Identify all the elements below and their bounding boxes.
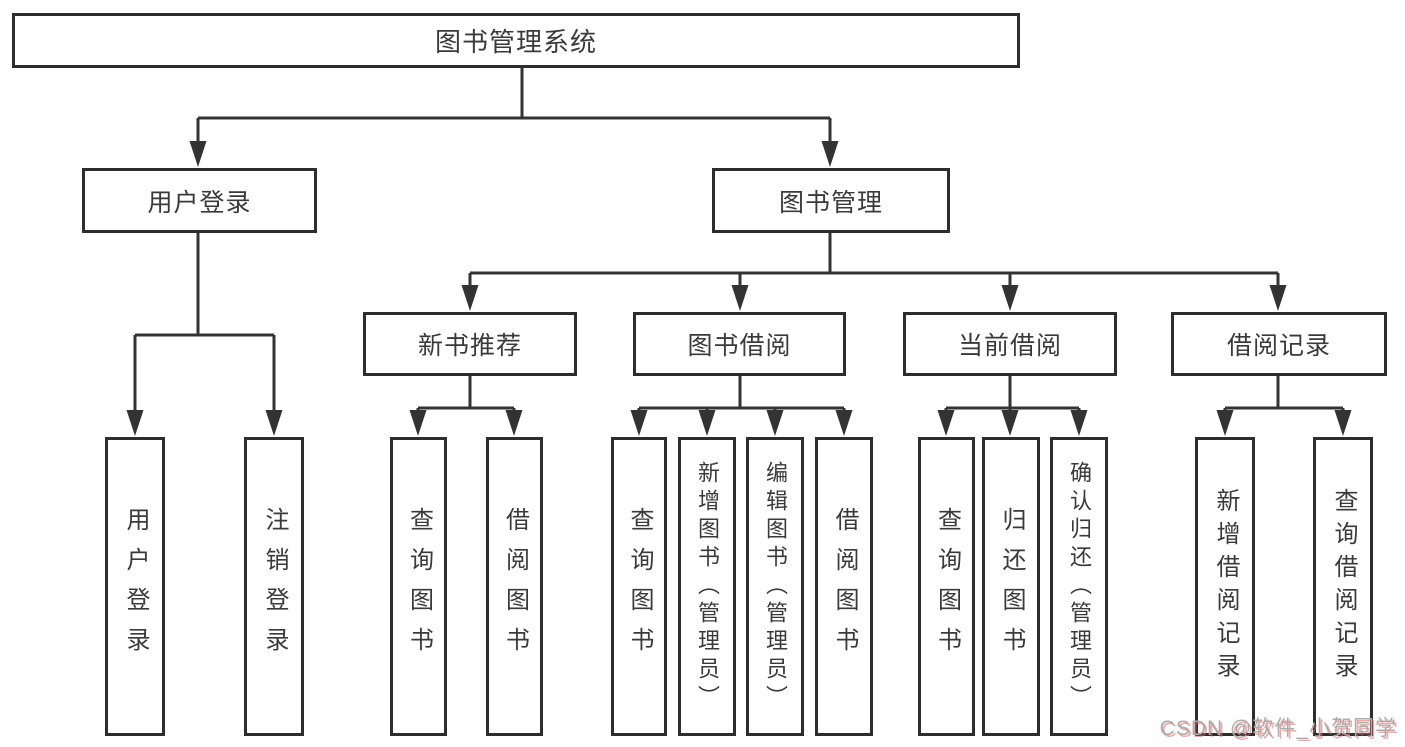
node-label: 图书管理: [778, 188, 883, 217]
leaf-add-borrow-record: 新增借阅记录: [1195, 437, 1255, 736]
node-book-management: 图书管理: [712, 168, 950, 233]
node-label: 图书管理系统: [434, 27, 597, 57]
leaf-logout: 注销登录: [244, 437, 304, 736]
csdn-watermark: CSDN @软件_小贺同学: [1159, 717, 1397, 740]
node-label: 图书借阅: [687, 332, 792, 360]
node-label: 确认归还（管理员）: [1067, 460, 1092, 713]
node-current-borrowing: 当前借阅: [903, 312, 1117, 376]
node-new-book-recommend: 新书推荐: [363, 312, 577, 376]
node-label: 编辑图书（管理员）: [763, 460, 788, 713]
connector-borrow-records-to-leaves: [1216, 376, 1352, 436]
node-label: 借阅图书: [831, 506, 858, 667]
connector-new-book-rec-to-leaves: [409, 376, 523, 436]
leaf-query-books-current: 查询图书: [918, 437, 975, 736]
leaf-edit-books-admin: 编辑图书（管理员）: [746, 437, 804, 736]
node-label: 当前借阅: [957, 332, 1062, 360]
leaf-add-books-admin: 新增图书（管理员）: [678, 437, 736, 736]
leaf-query-borrow-record: 查询借阅记录: [1313, 437, 1373, 736]
connector-book-mgmt-to-level3: [461, 233, 1287, 311]
leaf-query-books-recommend: 查询图书: [390, 437, 447, 736]
node-label: 借阅图书: [501, 506, 529, 667]
connector-current-borrow-to-leaves: [937, 376, 1088, 436]
node-label: 查询图书: [626, 506, 653, 667]
node-label: 注销登录: [261, 506, 288, 667]
node-label: 查询图书: [933, 506, 961, 667]
node-label: 归还图书: [998, 506, 1025, 667]
node-label: 新书推荐: [417, 332, 522, 360]
node-label: 新增借阅记录: [1212, 487, 1239, 686]
leaf-return-books: 归还图书: [982, 437, 1040, 736]
node-label: 查询借阅记录: [1330, 487, 1357, 686]
node-label: 新增图书（管理员）: [695, 460, 720, 713]
node-root-system: 图书管理系统: [12, 13, 1020, 68]
node-label: 用户登录: [147, 188, 252, 217]
leaf-borrow-books-recommend: 借阅图书: [486, 437, 543, 736]
node-label: 借阅记录: [1226, 332, 1331, 360]
leaf-borrow-books: 借阅图书: [815, 437, 873, 736]
node-book-borrowing: 图书借阅: [633, 312, 846, 376]
connector-user-login-to-leaves: [126, 233, 283, 436]
connector-root-to-level2: [189, 68, 839, 167]
node-borrow-records: 借阅记录: [1171, 312, 1387, 376]
leaf-user-login: 用户登录: [105, 437, 165, 736]
node-user-login: 用户登录: [82, 168, 317, 233]
leaf-confirm-return-admin: 确认归还（管理员）: [1050, 437, 1108, 736]
leaf-query-books-borrow: 查询图书: [611, 437, 667, 736]
node-label: 用户登录: [122, 506, 149, 667]
connector-book-borrow-to-leaves: [630, 376, 853, 436]
node-label: 查询图书: [405, 506, 433, 667]
